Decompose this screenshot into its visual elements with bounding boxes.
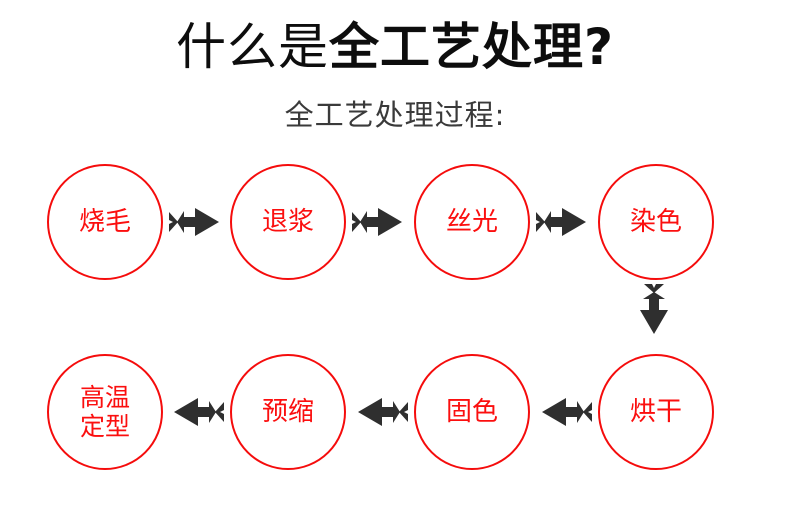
page-title: 什么是全工艺处理? (0, 18, 790, 76)
process-step-2[interactable]: 退浆 (230, 164, 346, 280)
arrow-left-icon (172, 388, 224, 436)
arrow-left-icon (540, 388, 592, 436)
process-step-label: 固色 (445, 397, 498, 427)
process-step-8[interactable]: 高温 定型 (47, 354, 163, 470)
page-title-prefix: 什么是 (175, 18, 329, 76)
page-title-emphasis: 全工艺处理 (328, 18, 584, 76)
process-step-label: 丝光 (445, 207, 498, 237)
process-step-7[interactable]: 预缩 (230, 354, 346, 470)
arrow-right-icon (536, 198, 588, 246)
page-title-question-mark: ? (583, 18, 614, 76)
arrow-down-icon (628, 284, 680, 334)
process-step-1[interactable]: 烧毛 (47, 164, 163, 280)
process-step-label: 烘干 (629, 397, 682, 427)
process-step-label: 烧毛 (78, 207, 131, 237)
process-step-6[interactable]: 固色 (414, 354, 530, 470)
page-subtitle: 全工艺处理过程: (284, 98, 506, 132)
arrow-right-icon (169, 198, 221, 246)
process-step-3[interactable]: 丝光 (414, 164, 530, 280)
arrow-right-icon (352, 198, 404, 246)
process-step-label: 高温 定型 (79, 383, 130, 441)
process-step-5[interactable]: 烘干 (598, 354, 714, 470)
process-step-label: 退浆 (261, 207, 314, 237)
process-step-4[interactable]: 染色 (598, 164, 714, 280)
process-step-label: 染色 (629, 207, 682, 237)
arrow-left-icon (356, 388, 408, 436)
process-step-label: 预缩 (261, 397, 314, 427)
